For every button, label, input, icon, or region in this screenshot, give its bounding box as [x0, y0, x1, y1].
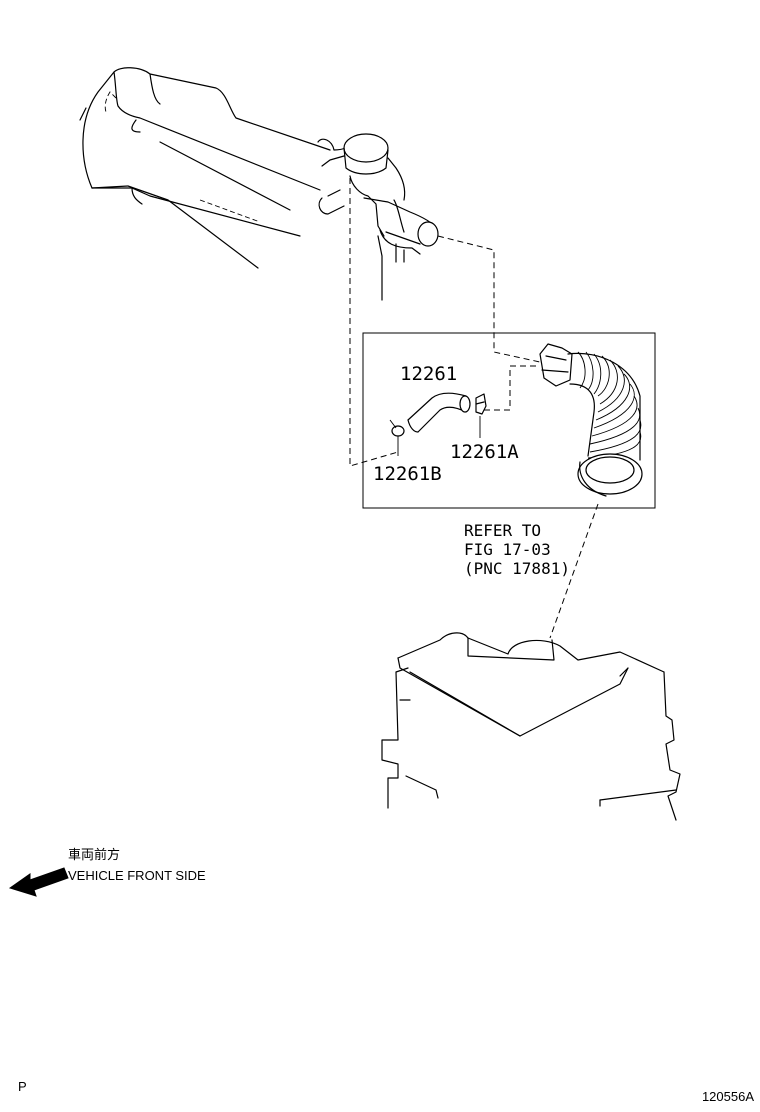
front-direction-indicator — [8, 867, 69, 897]
air-cleaner-assembly — [381, 632, 681, 821]
reference-line-1: REFER TO — [464, 521, 541, 540]
callout-12261: 12261 — [400, 363, 457, 385]
callout-12261b: 12261B — [373, 463, 442, 485]
reference-line-2: FIG 17-03 — [464, 540, 551, 559]
front-arrow-icon — [8, 867, 69, 897]
intake-duct — [539, 343, 643, 497]
footer-diagram-code: 120556A — [702, 1089, 754, 1104]
reference-line-3: (PNC 17881) — [464, 559, 570, 578]
footer-page-marker: P — [18, 1079, 27, 1094]
engine-assembly — [79, 67, 439, 301]
fitting-12261a[interactable] — [475, 393, 487, 438]
connection-lines — [349, 178, 599, 639]
hose-12261[interactable] — [407, 392, 471, 433]
direction-label-english: VEHICLE FRONT SIDE — [68, 868, 206, 883]
callout-12261a: 12261A — [450, 441, 519, 463]
direction-label-japanese: 車両前方 — [68, 847, 120, 862]
clip-12261b[interactable] — [389, 419, 405, 456]
parts-detail-box — [362, 332, 656, 509]
